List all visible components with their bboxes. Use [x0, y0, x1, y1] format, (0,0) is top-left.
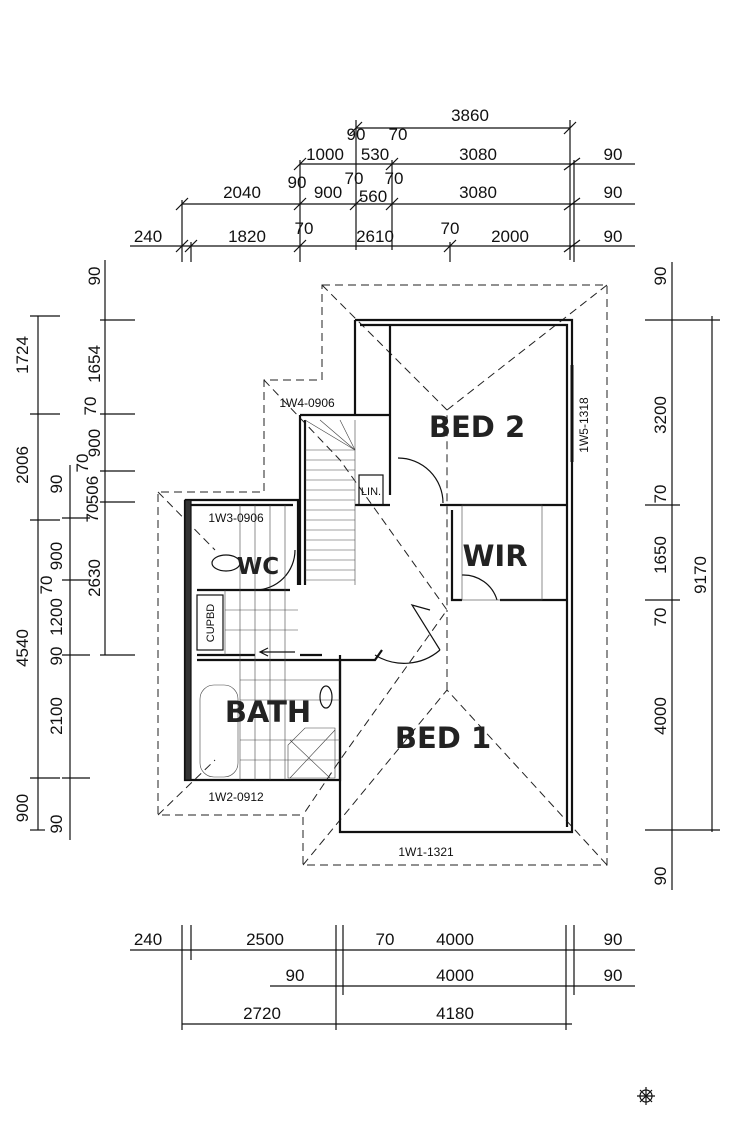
dim-label: 900	[47, 542, 66, 570]
dim-label: 4000	[436, 930, 474, 949]
dim-label: 900	[85, 429, 104, 457]
dim-label: 2610	[356, 227, 394, 246]
dim-label: 90	[347, 125, 366, 144]
dim-label: 70	[651, 485, 670, 504]
dim-label: 70	[295, 219, 314, 238]
room-label-bed1: BED 1	[395, 721, 491, 755]
room-label-wc: WC	[237, 554, 279, 580]
dim-label: 3860	[451, 106, 489, 125]
dim-label: 1200	[47, 598, 66, 636]
dim-label: 90	[47, 815, 66, 834]
dim-label: 240	[134, 227, 162, 246]
dim-label: 2100	[47, 697, 66, 735]
dim-label: 1000	[306, 145, 344, 164]
dim-label: 1654	[85, 345, 104, 383]
left-outer-labels: 1724 2006 4540 900	[13, 336, 32, 822]
windows: 1W4-0906 1W3-0906 1W2-0912 1W1-1321 1W5-…	[208, 365, 591, 859]
room-label-lin: LIN.	[361, 486, 381, 498]
window-label-1w3: 1W3-0906	[208, 511, 264, 525]
dim-label: 70	[441, 219, 460, 238]
room-label-bed2: BED 2	[429, 410, 525, 444]
window-label-1w4: 1W4-0906	[279, 396, 335, 410]
dim-label: 1724	[13, 336, 32, 374]
dim-label: 1820	[228, 227, 266, 246]
right-dimensions: 90 3200 70 1650 70 4000 90 9170	[645, 262, 720, 890]
dim-label: 70	[376, 930, 395, 949]
window-label-1w2: 1W2-0912	[208, 790, 264, 804]
wet-area-tiles	[196, 474, 543, 780]
dim-label: 4540	[13, 629, 32, 667]
dim-label: 70	[81, 397, 100, 416]
window-label-1w5: 1W5-1318	[577, 397, 591, 453]
dim-label: 506	[83, 476, 102, 504]
dim-label: 90	[47, 475, 66, 494]
left-dimensions: 1724 2006 4540 900 90 70 900 1200 90 210…	[13, 260, 135, 840]
dim-label: 3200	[651, 396, 670, 434]
dim-label: 1650	[651, 536, 670, 574]
window-label-1w1: 1W1-1321	[398, 845, 454, 859]
dim-label: 2630	[85, 559, 104, 597]
room-labels: BED 2 WIR BED 1 BATH WC CUPBD LIN.	[205, 410, 528, 755]
doors	[254, 457, 498, 664]
dim-label: 90	[604, 930, 623, 949]
dim-label: 4000	[436, 966, 474, 985]
room-label-wir: WIR	[462, 539, 527, 573]
dim-label: 2040	[223, 183, 261, 202]
dim-label: 90	[651, 267, 670, 286]
compass-icon	[637, 1087, 655, 1105]
left-inner-labels: 90 1654 70 900 70 506 70 2630	[73, 267, 104, 597]
dim-label: 70	[389, 125, 408, 144]
dim-label: 900	[314, 183, 342, 202]
left-middle-labels: 90 70 900 1200 90 2100 90	[37, 475, 66, 834]
dim-label: 3080	[459, 183, 497, 202]
dim-label: 4180	[436, 1004, 474, 1023]
dim-label: 70	[385, 169, 404, 188]
room-label-bath: BATH	[225, 695, 311, 729]
dim-label: 90	[604, 966, 623, 985]
bottom-dimensions: 240 2500 70 4000 90 90 4000 90 2720 4180	[130, 925, 635, 1030]
dim-label: 90	[288, 173, 307, 192]
dim-label: 2720	[243, 1004, 281, 1023]
dim-label: 560	[359, 187, 387, 206]
dim-label: 2006	[13, 446, 32, 484]
dim-label: 9170	[691, 556, 710, 594]
dim-label: 900	[13, 794, 32, 822]
room-label-cupbd: CUPBD	[205, 604, 217, 643]
dim-label: 90	[604, 227, 623, 246]
dim-label: 2500	[246, 930, 284, 949]
top-dimensions: 3860 90 70 1000 530 3080 90 2040 90 900 …	[130, 106, 635, 262]
stairs	[304, 419, 356, 585]
dim-label: 90	[604, 145, 623, 164]
dim-label: 70	[651, 608, 670, 627]
dim-label: 70	[83, 504, 102, 523]
dim-label: 90	[651, 867, 670, 886]
dim-label: 530	[361, 145, 389, 164]
dim-label: 2000	[491, 227, 529, 246]
dim-label: 3080	[459, 145, 497, 164]
dim-label: 90	[85, 267, 104, 286]
dim-label: 70	[37, 576, 56, 595]
dim-label: 70	[345, 169, 364, 188]
dim-label: 90	[604, 183, 623, 202]
roof-outline	[157, 284, 608, 866]
dim-label: 240	[134, 930, 162, 949]
dim-label: 90	[286, 966, 305, 985]
dim-label: 70	[73, 454, 92, 473]
dim-label: 4000	[651, 697, 670, 735]
dim-label: 90	[47, 647, 66, 666]
